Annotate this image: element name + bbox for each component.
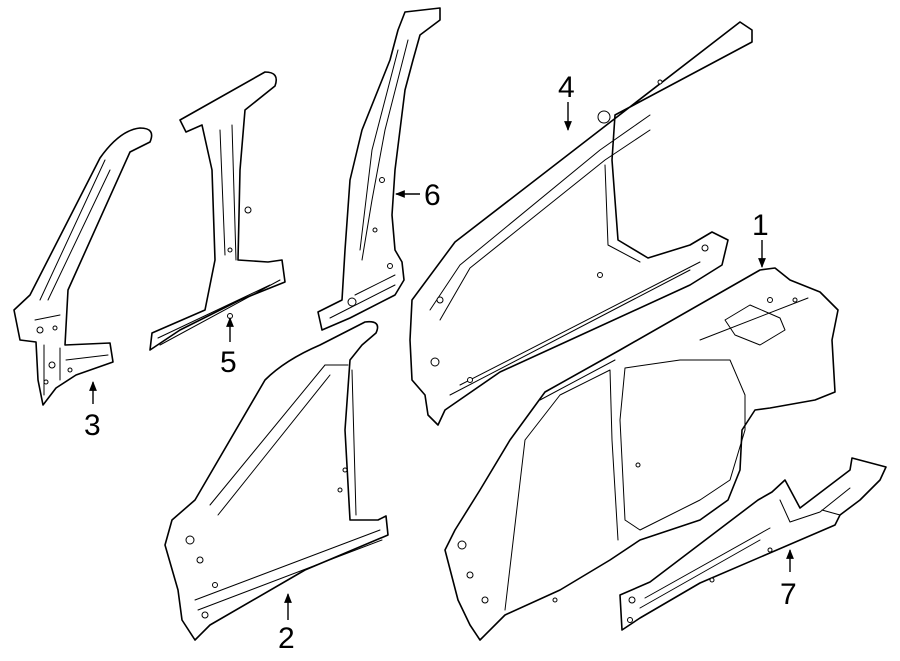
callout-5[interactable]: 5 — [220, 346, 237, 379]
callout-7[interactable]: 7 — [780, 578, 797, 611]
part-2-door-aperture[interactable] — [164, 320, 389, 641]
callout-2[interactable]: 2 — [278, 622, 295, 655]
part-6-upper-pillar-reinforcement[interactable] — [317, 7, 441, 331]
part-7-rocker-panel[interactable] — [619, 457, 887, 631]
callout-4[interactable]: 4 — [558, 71, 575, 104]
part-5-center-pillar-reinforcement[interactable] — [149, 71, 286, 351]
part-3-hinge-pillar[interactable] — [13, 127, 153, 406]
part-4-aperture-panel[interactable] — [409, 21, 753, 426]
part-1-body-side-outer[interactable] — [444, 267, 839, 641]
callout-1[interactable]: 1 — [752, 209, 769, 242]
callout-6[interactable]: 6 — [424, 179, 441, 212]
callout-3[interactable]: 3 — [84, 409, 101, 442]
